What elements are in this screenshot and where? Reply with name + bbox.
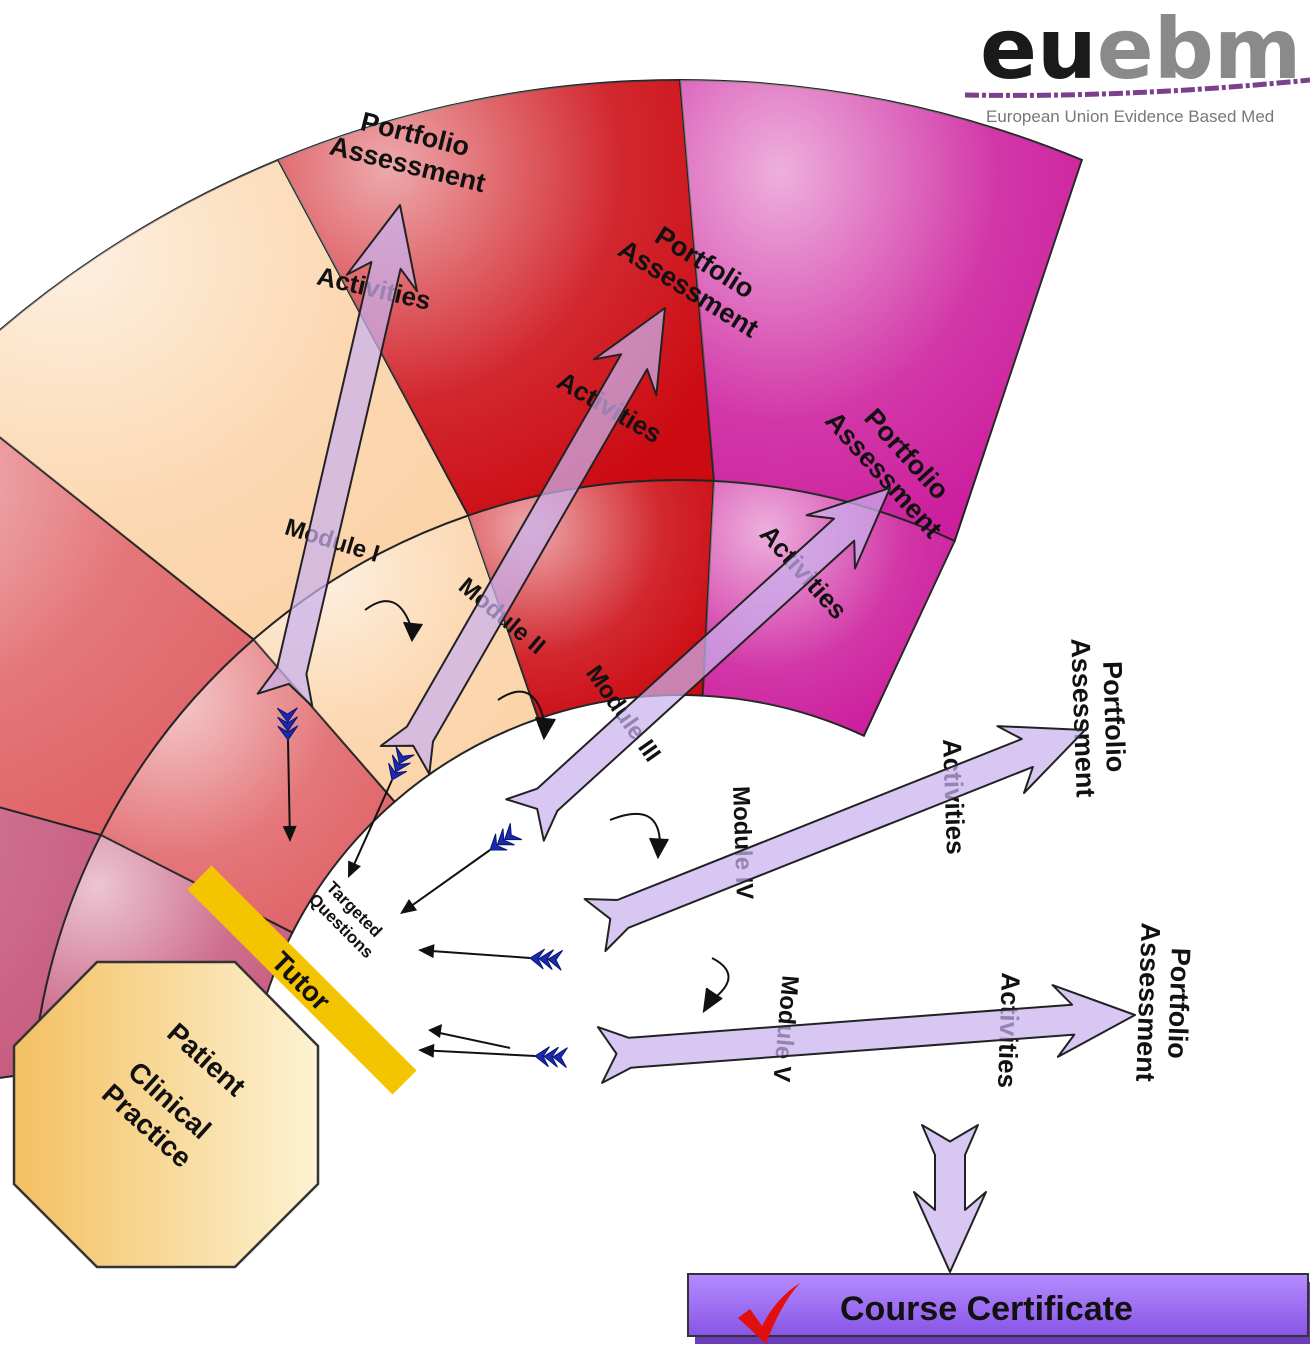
module-3-activity-arrow [505,487,891,842]
logo-tagline: European Union Evidence Based Med [986,107,1274,126]
question-dart-5-head [418,1043,435,1058]
question-dart-2 [348,746,415,878]
question-dart-5-fletch [543,1046,559,1068]
transition-arrow-4-head [702,987,723,1014]
question-dart-4-fletch [547,949,564,971]
question-dart-3-fletch [503,823,523,841]
question-dart-3-shaft [405,849,491,911]
module-5-outer-sheen [680,80,1082,541]
certificate-arrow [913,1124,987,1273]
transition-arrow-1-head [403,621,423,643]
module-5-sector [678,78,1084,738]
module-5-portfolio-label-line-2: Assessment [1130,922,1166,1082]
logo-part-ebm: ebm [1097,0,1302,98]
question-dart-4 [418,944,564,971]
module-transition-arrows [364,600,730,1014]
course-certificate-box: Course Certificate [687,1273,1310,1344]
clinical-practice-octagon: Patient Clinical Practice [12,960,320,1269]
module-2-outer-sheen [0,437,254,835]
question-dart-5-fletch [552,1047,568,1069]
question-dart-3-fletch [496,828,515,846]
activity-arrows [256,204,1136,1273]
question-dart-5-extra-shaft [434,1031,511,1049]
logo-swoosh [964,77,1310,98]
module-4-portfolio-label-line-1: Portfolio [1097,661,1131,773]
transition-arrow-1 [364,600,413,631]
module-2-inner-sheen [100,639,395,933]
module-5-inner-sheen [702,480,955,736]
question-dart-5-shaft [425,1049,536,1057]
question-dart-3-head [400,899,418,914]
question-dart-4-fletch [538,949,555,970]
check-icon [738,1283,800,1344]
module-5-portfolio-label: PortfolioAssessment [1130,922,1197,1083]
module-1-activity-arrow [256,204,418,708]
tutor-bar-shape [187,865,417,1095]
transition-arrow-3-head [649,837,669,860]
question-dart-1 [276,707,299,842]
question-dart-2-fletch [391,754,411,773]
module-5-activity-arrow [596,984,1136,1084]
question-dart-3 [400,823,523,914]
question-darts [276,707,568,1069]
question-dart-1-head [282,825,297,842]
question-dart-2-fletch [395,746,415,765]
question-dart-1-fletch [277,725,299,741]
question-dart-5-fletch [534,1046,550,1068]
question-dart-5 [418,1043,568,1069]
logo-part-eu: eu [980,0,1097,98]
transition-arrow-3 [609,812,661,846]
certificate-shape [687,1273,1309,1337]
module-2-sector [0,436,397,934]
module-2-activity-arrow [379,307,666,775]
question-dart-1-shaft [287,739,291,835]
module-4-portfolio-label: PortfolioAssessment [1065,637,1132,798]
transition-arrow-2 [497,690,546,726]
question-dart-4-fletch [529,948,546,970]
question-dart-4-head [418,944,435,959]
module-3-outer-sheen [0,159,469,640]
euebm-logo: euebm European Union Evidence Based Med [964,0,1310,126]
module-4-portfolio-label-line-2: Assessment [1065,638,1101,798]
question-dart-3-fletch [489,833,508,851]
question-dart-5-extra-head [428,1024,442,1038]
question-dart-5-extra [428,1024,511,1049]
question-dart-4-shaft [425,949,531,959]
question-dart-2-shaft [350,779,393,872]
question-dart-1-fletch [276,707,298,723]
question-dart-1-fletch [277,716,298,732]
module-4-activity-arrow [583,725,1086,952]
certificate-label: Course Certificate [840,1290,1133,1328]
module-5-portfolio-label-line-1: Portfolio [1162,947,1196,1059]
question-dart-2-head [348,860,361,878]
logo-wordmark: euebm [980,0,1301,98]
question-dart-2-fletch [388,762,408,781]
octagon-shape [12,960,320,1269]
transition-arrow-2-head [535,716,556,741]
module-1-outer-sheen [0,807,101,1078]
